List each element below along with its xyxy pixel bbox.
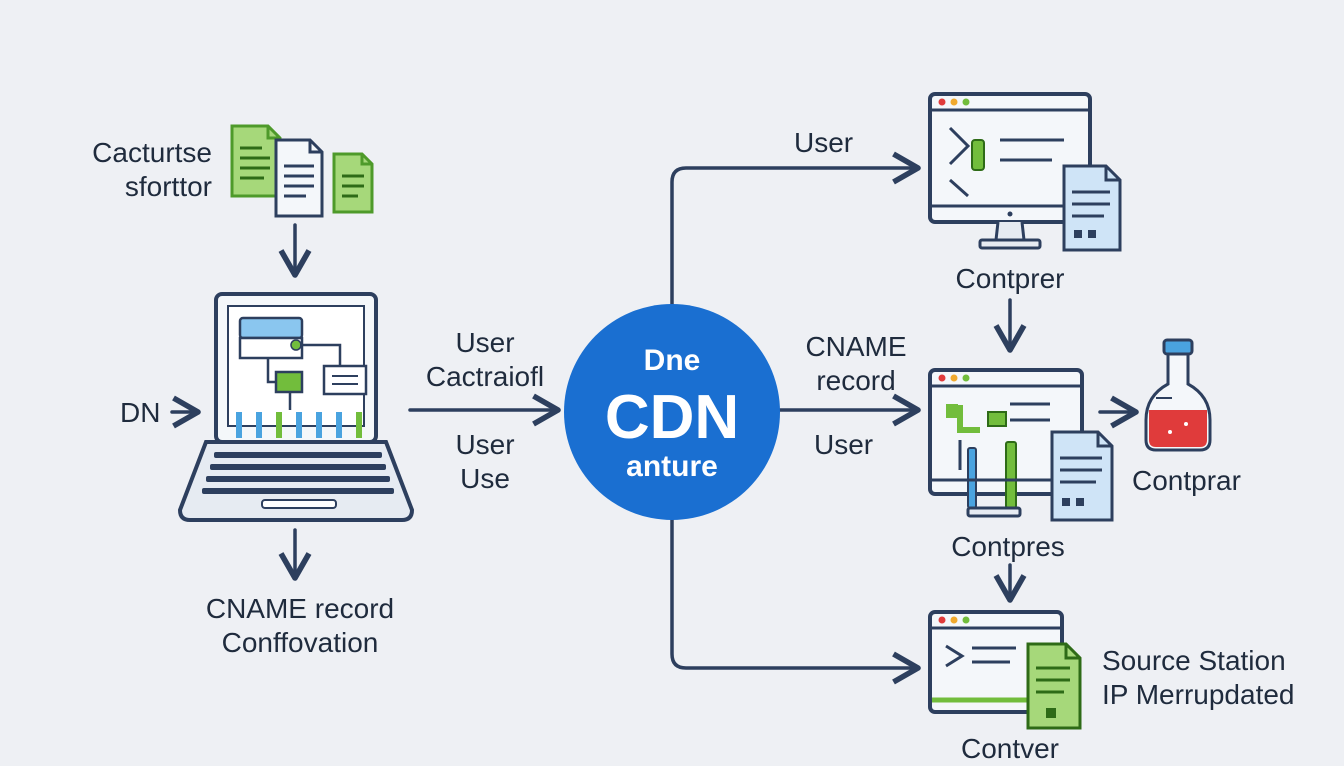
node-top-label: Contprer: [955, 263, 1065, 294]
cname-confirmation-label: CNAME record Conffovation: [160, 592, 440, 660]
document-stack-icon: [230, 124, 374, 218]
laptop-icon: [177, 292, 415, 522]
cdn-line3: anture: [626, 450, 718, 483]
connectors: [170, 151, 1139, 685]
left-arrow-top-label: User Cactraiofl: [410, 326, 560, 394]
cname-confirmation-line2: Conffovation: [221, 627, 379, 658]
mid-branch-line2: record: [816, 365, 896, 396]
document-icon: [1062, 164, 1122, 252]
left-arrow-bottom-line2: Use: [460, 463, 510, 494]
arrow-cdn-to-bottom: [670, 518, 921, 685]
source-station-line1: Source Station: [1102, 645, 1286, 676]
bottle-label: Contprar: [1132, 465, 1241, 496]
top-branch-label: User: [794, 127, 854, 158]
mid-branch-bottom-label: User: [814, 429, 874, 460]
arrow-cdn-to-top: [670, 151, 921, 307]
dn-label: DN: [120, 397, 161, 428]
left-arrow-bottom-line1: User: [455, 429, 515, 460]
mid-branch-line1: CNAME: [805, 331, 907, 362]
mid-branch-label: CNAME record: [786, 330, 926, 398]
left-arrow-top-line1: User: [455, 327, 515, 358]
source-label: Cacturtse sforttor: [40, 136, 212, 204]
cdn-line2: CDN: [605, 383, 739, 452]
flask-icon: [1144, 338, 1212, 452]
source-label-line1: Cacturtse: [92, 137, 212, 168]
cname-confirmation-line1: CNAME record: [205, 593, 395, 624]
left-arrow-top-line2: Cactraiofl: [425, 361, 545, 392]
cdn-node: Dne CDN anture: [564, 304, 780, 520]
document-icon: [1050, 430, 1114, 522]
node-bottom-label: Contver: [960, 733, 1060, 764]
source-label-line2: sforttor: [124, 171, 212, 202]
source-station-label: Source Station IP Merrupdated: [1102, 644, 1295, 712]
monitor-icon: [928, 92, 1092, 250]
cdn-diagram: Dne CDN anture: [170, 92, 1212, 730]
document-icon: [1026, 642, 1082, 730]
left-arrow-bottom-label: User Use: [420, 428, 550, 496]
node-mid-label: Contpres: [951, 531, 1065, 562]
source-station-line2: IP Merrupdated: [1102, 679, 1295, 710]
cdn-line1: Dne: [644, 344, 701, 377]
